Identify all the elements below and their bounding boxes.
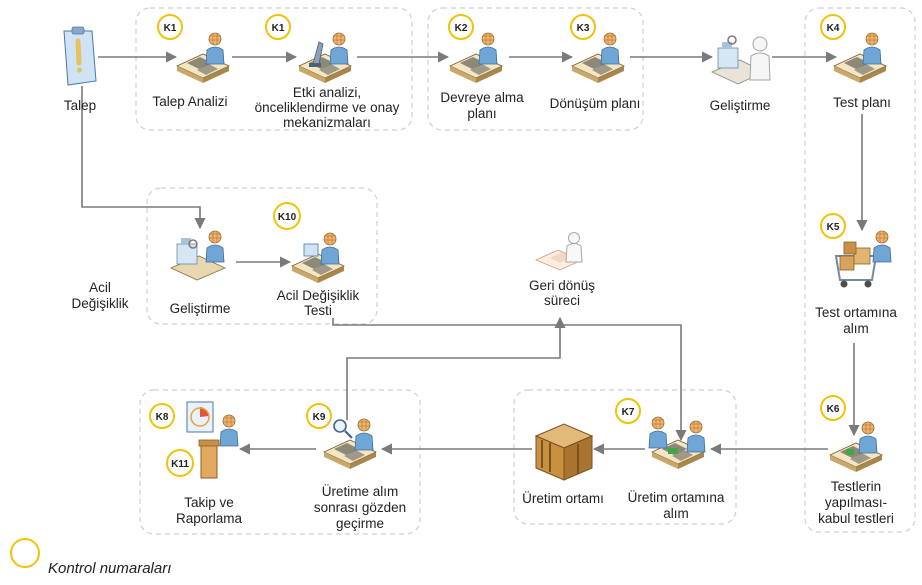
svg-text:K10: K10 xyxy=(278,212,297,223)
review-magnifier-icon xyxy=(323,418,377,470)
conversion-desk-icon xyxy=(571,32,625,84)
label-test-ortamina-1: Test ortamına xyxy=(815,305,897,320)
svg-text:K1: K1 xyxy=(272,23,285,34)
production-deploy-desk-icon xyxy=(648,416,706,470)
label-testlerin-1: Testlerin xyxy=(831,479,881,494)
badge-k11: K11 xyxy=(166,449,194,477)
crate-icon xyxy=(534,423,594,481)
group-emergency xyxy=(146,187,378,325)
badge-k3: K3 xyxy=(570,14,596,40)
label-uretime-alim-1: Üretime alım xyxy=(322,484,399,499)
label-acil-1: Acil xyxy=(89,280,111,295)
svg-text:K9: K9 xyxy=(313,412,326,423)
label-gelistirme-mid: Geliştirme xyxy=(170,301,231,316)
label-test-ortamina-2: alım xyxy=(843,321,869,336)
flow-arrows xyxy=(81,51,868,455)
svg-text:K3: K3 xyxy=(577,23,590,34)
label-devreye-alma-2: planı xyxy=(467,106,496,121)
emergency-test-desk-icon xyxy=(291,232,345,284)
svg-text:K8: K8 xyxy=(156,412,169,423)
svg-text:K4: K4 xyxy=(827,23,840,34)
label-geri-donus-1: Geri dönüş xyxy=(529,278,595,293)
label-gelistirme-top: Geliştirme xyxy=(710,98,771,113)
analyst-desk-icon xyxy=(176,32,230,84)
badge-k4: K4 xyxy=(820,14,846,40)
label-talep-analizi: Talep Analizi xyxy=(152,94,227,109)
planner-desk-icon xyxy=(449,32,503,84)
badge-k7: K7 xyxy=(615,398,641,424)
group-planning xyxy=(427,7,644,131)
legend-label: Kontrol numaraları xyxy=(48,560,172,577)
test-plan-desk-icon xyxy=(833,32,887,84)
reporting-board-icon xyxy=(186,401,239,479)
label-geri-donus-2: süreci xyxy=(544,293,580,308)
clipboard-icon xyxy=(63,26,97,86)
label-etki-analizi-2: önceliklendirme ve onay xyxy=(255,100,400,115)
svg-text:K7: K7 xyxy=(622,407,635,418)
label-uretime-alim-2: sonrası gözden xyxy=(314,500,406,515)
svg-text:K5: K5 xyxy=(827,222,840,233)
development-machine-icon-2 xyxy=(170,230,226,281)
svg-text:K1: K1 xyxy=(164,23,177,34)
group-production xyxy=(513,389,737,525)
label-takip-1: Takip ve xyxy=(184,495,234,510)
label-etki-analizi-3: mekanizmaları xyxy=(283,115,371,130)
development-machine-icon xyxy=(711,35,771,85)
badge-k1b: K1 xyxy=(265,14,291,40)
badge-k9: K9 xyxy=(306,403,332,429)
control-badges: K1 K1 K2 K3 K4 K5 K6 K7 K8 K9 K10 K11 xyxy=(149,14,846,477)
badge-k5: K5 xyxy=(820,213,846,239)
testing-desk-icon xyxy=(829,421,883,473)
badge-k8: K8 xyxy=(149,403,175,429)
label-takip-2: Raporlama xyxy=(176,511,243,526)
group-testing xyxy=(804,7,916,533)
group-review xyxy=(139,389,421,535)
label-uretim-ortamina-2: alım xyxy=(663,506,689,521)
group-analysis xyxy=(135,7,413,131)
label-test-plani: Test planı xyxy=(833,95,891,110)
label-acil-testi-2: Testi xyxy=(304,303,332,318)
label-uretim-ortami: Üretim ortamı xyxy=(522,491,604,506)
svg-text:K6: K6 xyxy=(827,404,840,415)
badge-k6: K6 xyxy=(820,395,846,421)
label-testlerin-3: kabul testleri xyxy=(818,511,894,526)
label-acil-testi-1: Acil Değişiklik xyxy=(277,288,360,303)
microscope-desk-icon xyxy=(298,32,352,84)
badge-k1a: K1 xyxy=(157,14,183,40)
label-uretim-ortamina-1: Üretim ortamına xyxy=(628,490,725,505)
label-testlerin-2: yapılması- xyxy=(825,495,887,510)
badge-k2: K2 xyxy=(448,14,474,40)
label-devreye-alma-1: Devreye alma xyxy=(440,90,524,105)
rollback-desk-icon xyxy=(534,232,584,271)
legend-marker-icon xyxy=(10,538,40,568)
label-acil-2: Değişiklik xyxy=(71,296,128,311)
svg-text:K2: K2 xyxy=(455,23,468,34)
label-uretime-alim-3: geçirme xyxy=(336,516,384,531)
node-labels: Talep Talep Analizi Etki analizi, önceli… xyxy=(64,85,898,531)
badge-k10: K10 xyxy=(273,202,301,230)
svg-text:K11: K11 xyxy=(171,459,189,470)
cart-boxes-icon xyxy=(834,230,892,288)
label-talep: Talep xyxy=(64,98,96,113)
label-donusum-plani: Dönüşüm planı xyxy=(550,96,641,111)
label-etki-analizi-1: Etki analizi, xyxy=(293,85,361,100)
